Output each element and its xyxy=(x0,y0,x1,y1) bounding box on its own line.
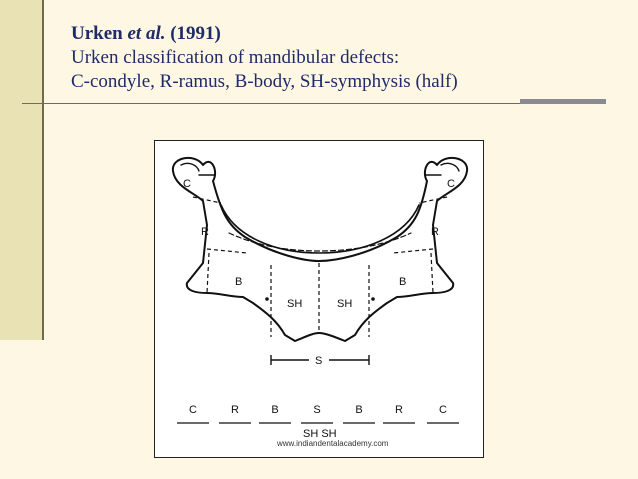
mental-foramen-left xyxy=(265,297,269,301)
label-ramus-right: R xyxy=(431,226,439,238)
condyle-notch-left xyxy=(180,162,200,172)
condyle-notch-right xyxy=(440,162,460,172)
boundary-condyle-right xyxy=(418,196,448,204)
sequence-sub-labels: SH SH xyxy=(303,428,337,440)
mandible-diagram: C C R R B B SH SH S C R B S B R C SH SH xyxy=(171,156,469,440)
title-author: Urken xyxy=(71,23,123,44)
sequence-label-3: B xyxy=(271,404,278,416)
alveolar-ridge xyxy=(220,204,420,254)
sequence-label-1: C xyxy=(189,404,197,416)
alveolar-ridge-inner xyxy=(228,232,412,252)
slide-title: Urken et al. (1991) xyxy=(71,22,611,46)
sequence-label-2: R xyxy=(231,404,239,416)
watermark: www.indiandentalacademy.com xyxy=(277,439,389,448)
label-sh-right: SH xyxy=(337,298,352,310)
slide-subtitle-2: C-condyle, R-ramus, B-body, SH-symphysis… xyxy=(71,71,458,92)
label-sh-left: SH xyxy=(287,298,302,310)
left-accent-band xyxy=(0,0,44,340)
boundary-ramus-body-right xyxy=(430,252,434,294)
sequence-label-6: R xyxy=(395,404,403,416)
label-ramus-left: R xyxy=(201,226,209,238)
sequence-label-4: S xyxy=(313,404,320,416)
boundary-ramus-body-left xyxy=(206,252,210,294)
mandible-figure: C C R R B B SH SH S C R B S B R C SH SH www.in… xyxy=(154,140,484,458)
mental-foramen-right xyxy=(371,297,375,301)
label-body-right: B xyxy=(399,276,406,288)
title-divider xyxy=(22,103,606,104)
title-etal: et al. xyxy=(127,23,166,44)
boundary-ramus-left xyxy=(206,248,248,254)
title-divider-accent xyxy=(520,99,606,104)
slide-title-block: Urken et al. (1991) Urken classification… xyxy=(71,22,611,94)
label-condyle-right: C xyxy=(447,178,455,190)
sequence-label-7: C xyxy=(439,404,447,416)
title-year: (1991) xyxy=(170,23,221,44)
mandible-outline xyxy=(171,156,469,342)
slide-subtitle-1: Urken classification of mandibular defec… xyxy=(71,47,400,68)
sequence-label-5: B xyxy=(355,404,362,416)
label-condyle-left: C xyxy=(183,178,191,190)
label-symphysis-span: S xyxy=(315,355,322,367)
boundary-ramus-right xyxy=(392,248,434,254)
label-body-left: B xyxy=(235,276,242,288)
boundary-condyle-left xyxy=(192,196,222,204)
